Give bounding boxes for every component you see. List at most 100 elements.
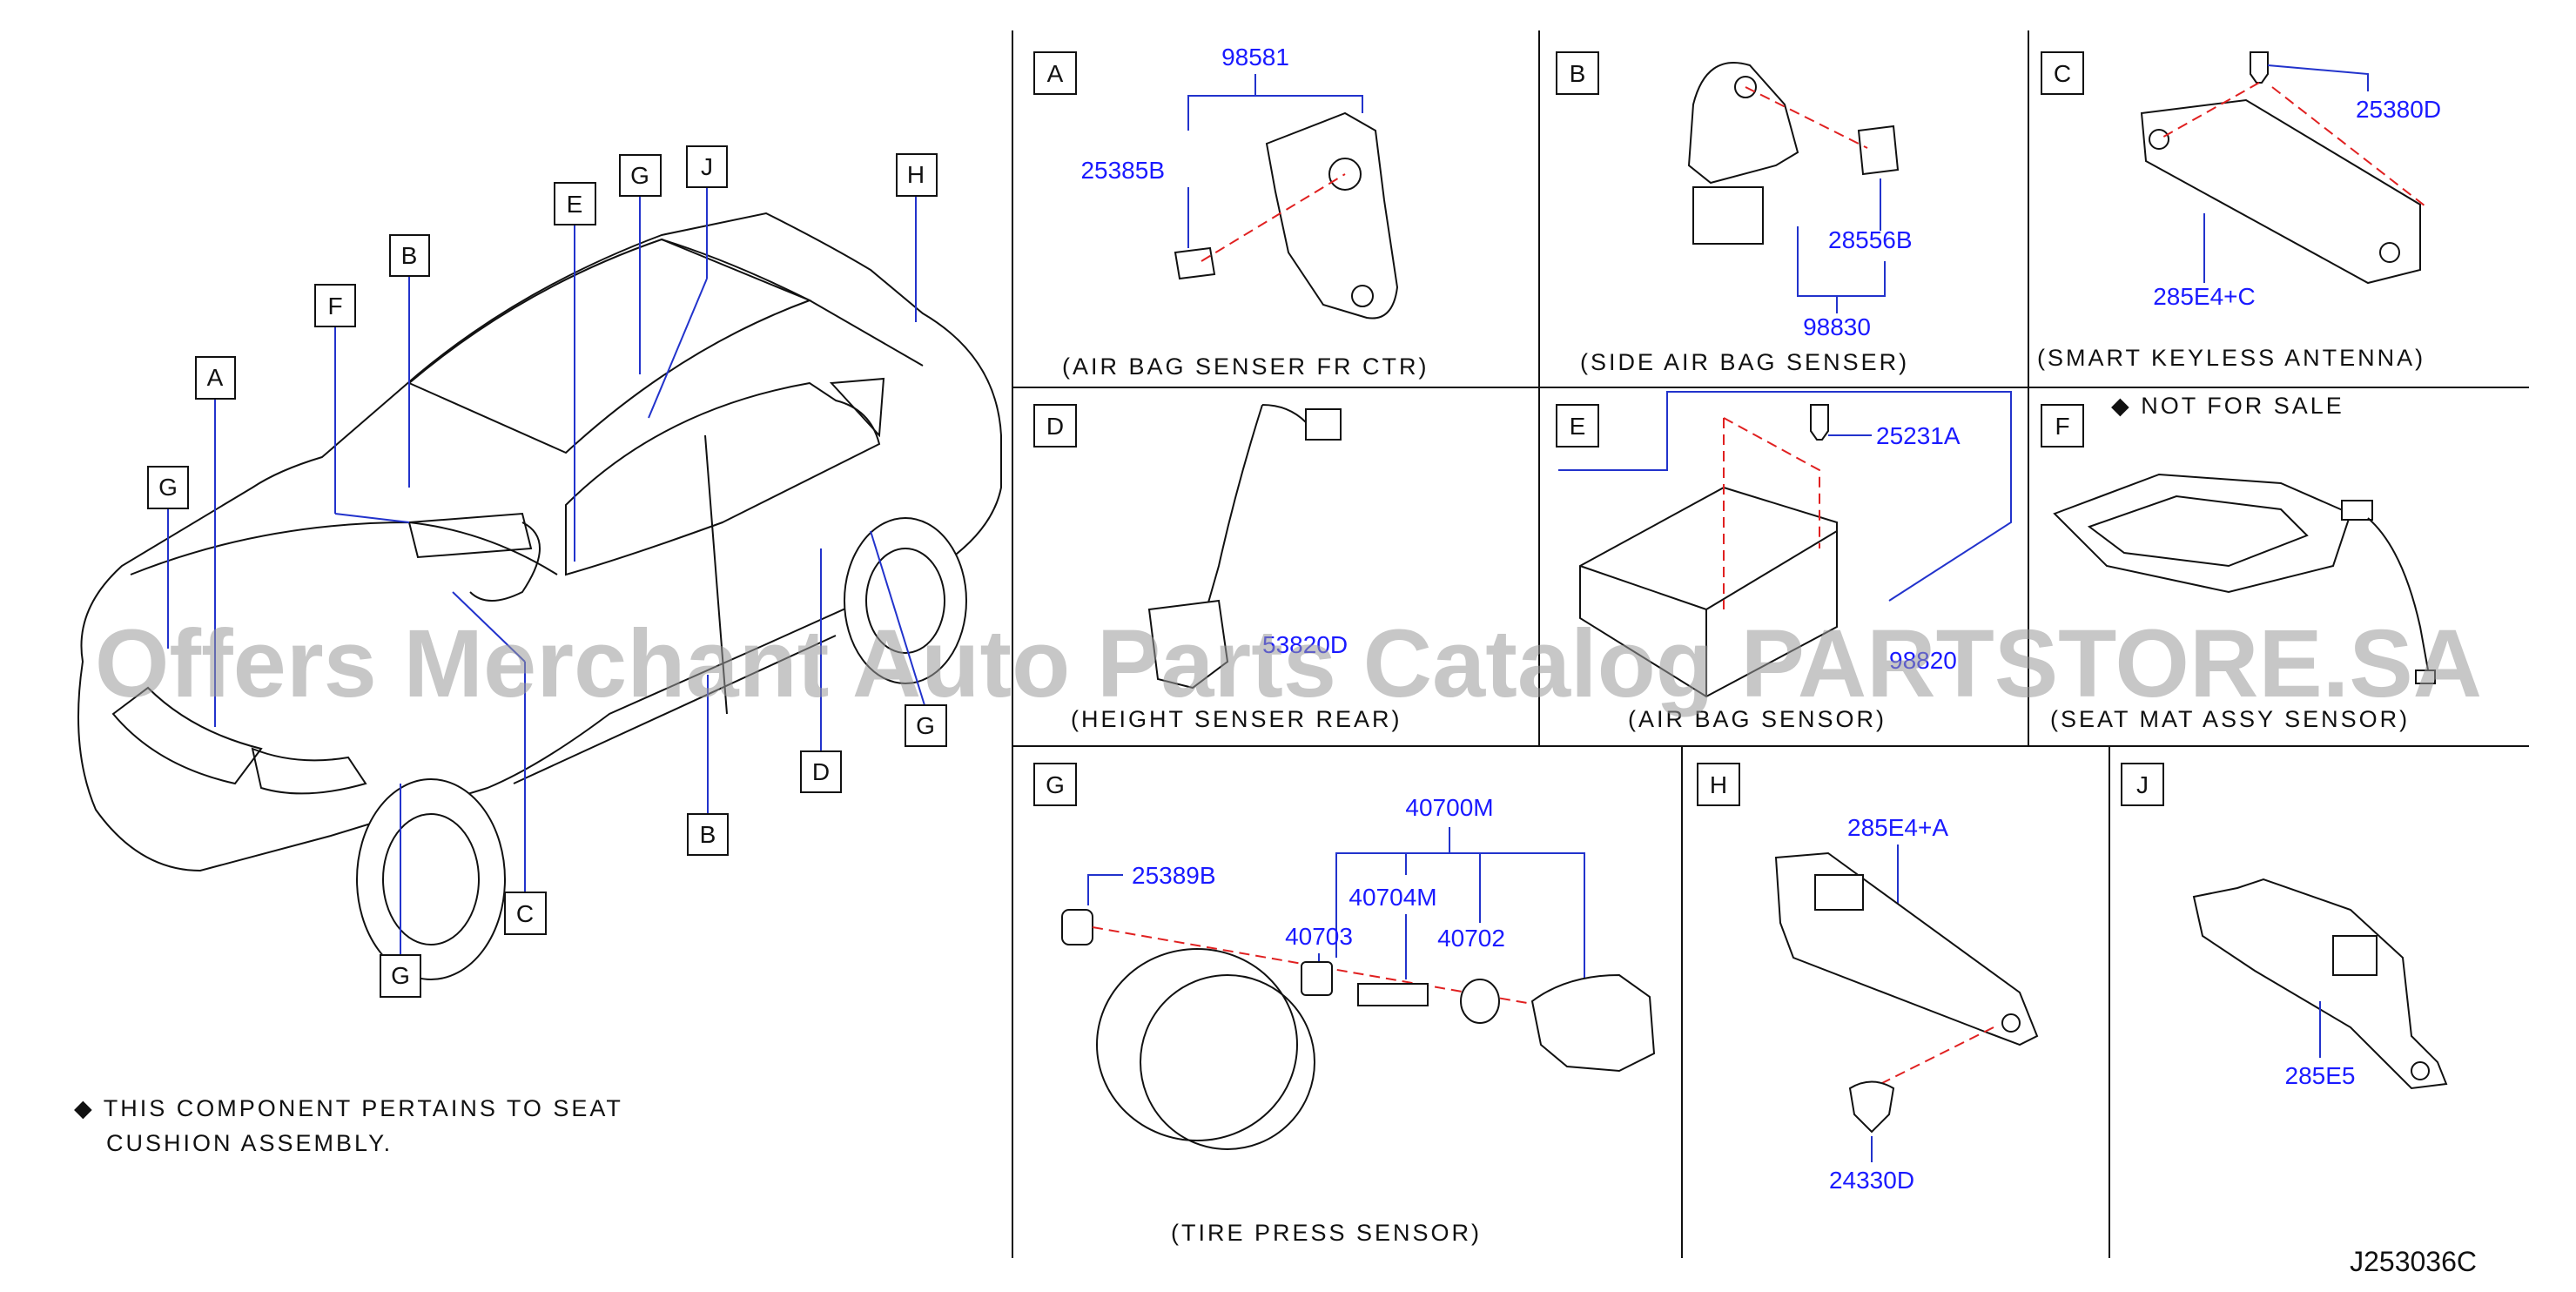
panel-f: F ◆ NOT FOR SALE (SEAT MAT ASSY SENSOR) <box>2041 393 2436 732</box>
panel-a-letter: A <box>1047 60 1064 87</box>
tpms-sensor-body <box>1530 973 1656 1073</box>
part-40702: 40702 <box>1437 925 1505 952</box>
panel-b-letter-box <box>1556 51 1599 95</box>
bolt-25380D <box>2250 51 2269 84</box>
panel-e-letter: E <box>1570 413 1586 440</box>
panel-b: B 28556B 98830 (SIDE AIR BAG SENSER) <box>1556 51 1913 375</box>
panel-j: J 285E5 <box>2121 763 2448 1090</box>
caption-panel-c: (SMART KEYLESS ANTENNA) <box>2037 345 2425 371</box>
clip-24330D <box>1848 1080 1895 1134</box>
callout-j: J <box>701 153 713 180</box>
part-24330D: 24330D <box>1829 1167 1914 1194</box>
callout-g-bottom: G <box>391 962 410 989</box>
antenna-bracket-j <box>2192 878 2448 1090</box>
part-98581: 98581 <box>1221 44 1289 71</box>
panel-f-letter: F <box>2055 413 2069 440</box>
panel-g-letter: G <box>1046 771 1065 798</box>
side-sensor-body <box>1692 186 1764 245</box>
panel-f-note: ◆ NOT FOR SALE <box>2111 393 2344 419</box>
car-headlight <box>251 747 367 795</box>
callout-h: H <box>907 161 925 188</box>
part-40700M: 40700M <box>1405 794 1493 821</box>
panel-e-letter-box <box>1556 404 1599 447</box>
car-sill-line <box>513 635 837 784</box>
height-sensor-body <box>1147 599 1229 690</box>
part-98830: 98830 <box>1803 313 1871 340</box>
seat-mat-connector <box>2341 500 2373 521</box>
car-roof-line <box>661 239 924 367</box>
panel-f-letter-box <box>2041 404 2084 447</box>
vehicle-overview <box>77 212 1002 980</box>
callout-box-b <box>389 234 430 277</box>
caption-panel-f: (SEAT MAT ASSY SENSOR) <box>2050 706 2410 732</box>
callout-b-low: B <box>700 821 716 848</box>
callout-f: F <box>327 293 342 320</box>
callout-box-g-top <box>619 154 662 197</box>
part-285E4-A: 285E4+A <box>1847 814 1948 841</box>
part-285E4-C: 285E4+C <box>2153 283 2256 310</box>
panel-d-letter: D <box>1046 413 1064 440</box>
panel-a: A 98581 25385B (AIR BAG SENSER FR CTR) <box>1033 44 1429 380</box>
panel-g: G 40700M 25389B 40704M 40703 40702 (TIRE… <box>1033 763 1656 1246</box>
part-25380D: 25380D <box>2356 96 2441 123</box>
valve-stem <box>1357 983 1429 1006</box>
panel-d-letter-box <box>1033 404 1077 447</box>
panel-grid <box>1012 30 2529 1258</box>
caption-panel-g: (TIRE PRESS SENSOR) <box>1171 1220 1482 1246</box>
car-callouts: A B F E G J H G G D B <box>147 145 947 998</box>
panel-c-letter: C <box>2054 60 2071 87</box>
callout-box-e <box>554 182 596 225</box>
callout-box-a <box>195 356 236 400</box>
callout-b: B <box>401 242 418 269</box>
panel-c-letter-box <box>2041 51 2084 95</box>
callout-c: C <box>516 900 534 927</box>
car-door-line <box>704 434 728 715</box>
part-285E5: 285E5 <box>2285 1062 2356 1089</box>
watermark: Offers Merchant Auto Parts Catalog PARTS… <box>95 610 2482 717</box>
callout-e: E <box>567 191 583 218</box>
callout-a: A <box>207 364 224 391</box>
footnote-line-2: CUSHION ASSEMBLY. <box>106 1130 393 1156</box>
valve-washer <box>1460 979 1500 1024</box>
caption-panel-e: (AIR BAG SENSOR) <box>1628 706 1887 732</box>
part-40703: 40703 <box>1285 923 1353 950</box>
callout-box-h <box>896 153 938 197</box>
panel-d: D 53820D (HEIGHT SENSER REAR) <box>1033 404 1402 732</box>
panel-c: C 25380D 285E4+C (SMART KEYLESS ANTENNA) <box>2037 51 2441 371</box>
callout-box-b-low <box>687 813 729 856</box>
nut-28556B <box>1857 124 1900 176</box>
callout-box-g-bottom <box>380 954 421 998</box>
panel-g-letter-box <box>1033 763 1077 806</box>
keyless-antenna <box>2140 98 2421 285</box>
callout-box-d <box>800 750 842 793</box>
part-25385B: 25385B <box>1080 157 1165 184</box>
part-40704M: 40704M <box>1349 884 1436 911</box>
car-wire <box>469 522 541 602</box>
callout-box-g-right <box>905 704 947 747</box>
tire-wheel <box>1096 948 1298 1141</box>
part-25231A: 25231A <box>1876 422 1961 449</box>
panel-j-letter: J <box>2136 771 2149 798</box>
rear-wheel <box>844 517 967 684</box>
part-53820D: 53820D <box>1262 631 1348 658</box>
panel-j-letter-box <box>2121 763 2164 806</box>
callout-g-top: G <box>630 162 649 189</box>
valve-cap <box>1061 909 1093 945</box>
rear-wheel-hub <box>865 548 945 654</box>
panel-h: H 285E4+A 24330D <box>1697 763 2039 1194</box>
caption-panel-a: (AIR BAG SENSER FR CTR) <box>1062 353 1429 380</box>
caption-panel-d: (HEIGHT SENSER REAR) <box>1071 706 1402 732</box>
side-sensor-bracket <box>1687 62 1799 185</box>
car-hood-line <box>130 521 558 575</box>
panel-a-letter-box <box>1033 51 1077 95</box>
car-grille <box>111 686 263 785</box>
panel-h-letter: H <box>1710 771 1727 798</box>
height-sensor-harness <box>1201 404 1263 628</box>
height-sensor-connector <box>1305 408 1342 441</box>
callout-box-g-left <box>147 466 189 509</box>
car-rear-window <box>829 377 885 438</box>
part-28556B: 28556B <box>1828 226 1913 253</box>
callout-g-right: G <box>916 712 935 739</box>
sensor-bracket-a <box>1265 111 1399 320</box>
